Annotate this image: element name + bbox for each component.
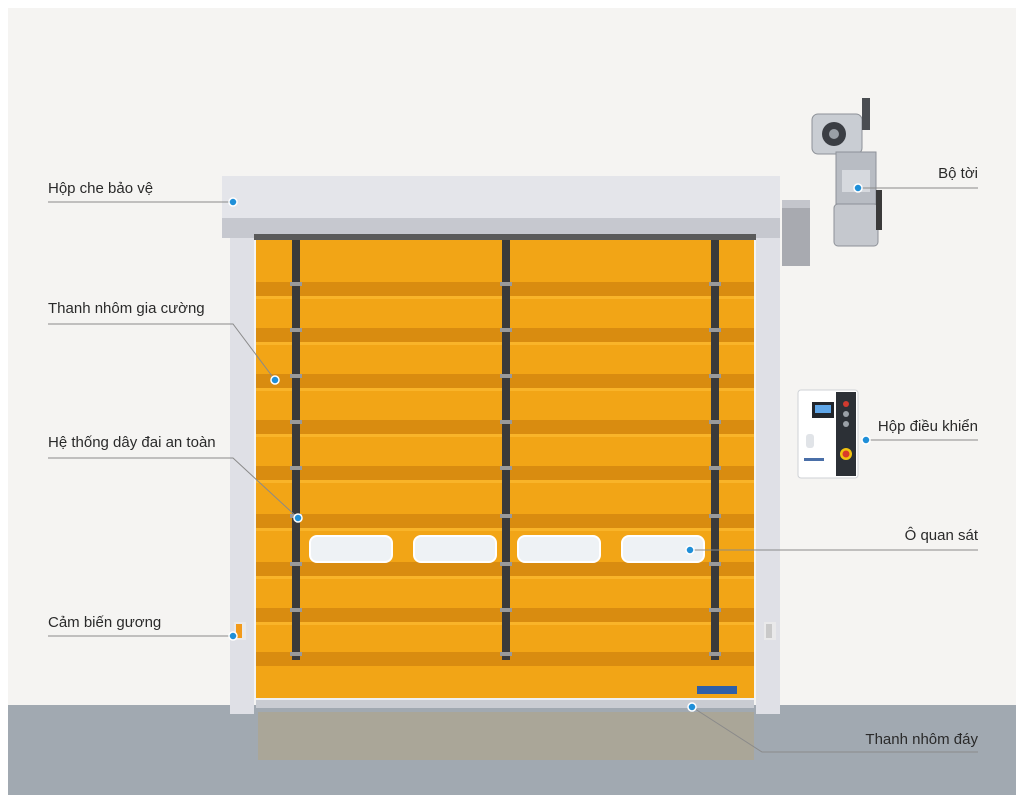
control-box-device: [797, 389, 859, 479]
floor-reflection: [258, 712, 754, 760]
right-frame-column: [756, 232, 780, 714]
motor-housing: [782, 200, 810, 266]
cover-box-underside: [254, 234, 756, 240]
label-motor: Bộ tời: [938, 165, 978, 182]
label-reinforcement-bar: Thanh nhôm gia cường: [48, 300, 205, 317]
winch-motor: [811, 98, 882, 247]
label-viewing-window: Ô quan sát: [904, 527, 978, 544]
viewing-windows: [309, 535, 705, 563]
label-bottom-bar: Thanh nhôm đáy: [865, 731, 978, 748]
bottom-aluminum-bar: [256, 698, 754, 708]
bottom-plate-logo: [697, 686, 737, 694]
callout-lines: [48, 187, 978, 753]
motor-housing-top: [782, 200, 810, 208]
label-mirror-sensor: Cảm biến gương: [48, 614, 162, 631]
left-frame-column: [230, 232, 254, 714]
cover-box-front: [222, 176, 780, 218]
label-safety-belt: Hệ thống dây đai an toàn: [48, 434, 216, 451]
label-control-box: Hộp điều khiển: [877, 418, 978, 435]
safety-straps: [292, 238, 719, 660]
right-mirror-sensor: [764, 622, 776, 640]
callout-dots: [228, 183, 871, 712]
label-cover-box: Hộp che bảo vệ: [48, 180, 154, 197]
floor: [8, 705, 1016, 795]
cover-box-bottom: [222, 218, 780, 238]
bottom-bar-highlight: [256, 698, 754, 700]
